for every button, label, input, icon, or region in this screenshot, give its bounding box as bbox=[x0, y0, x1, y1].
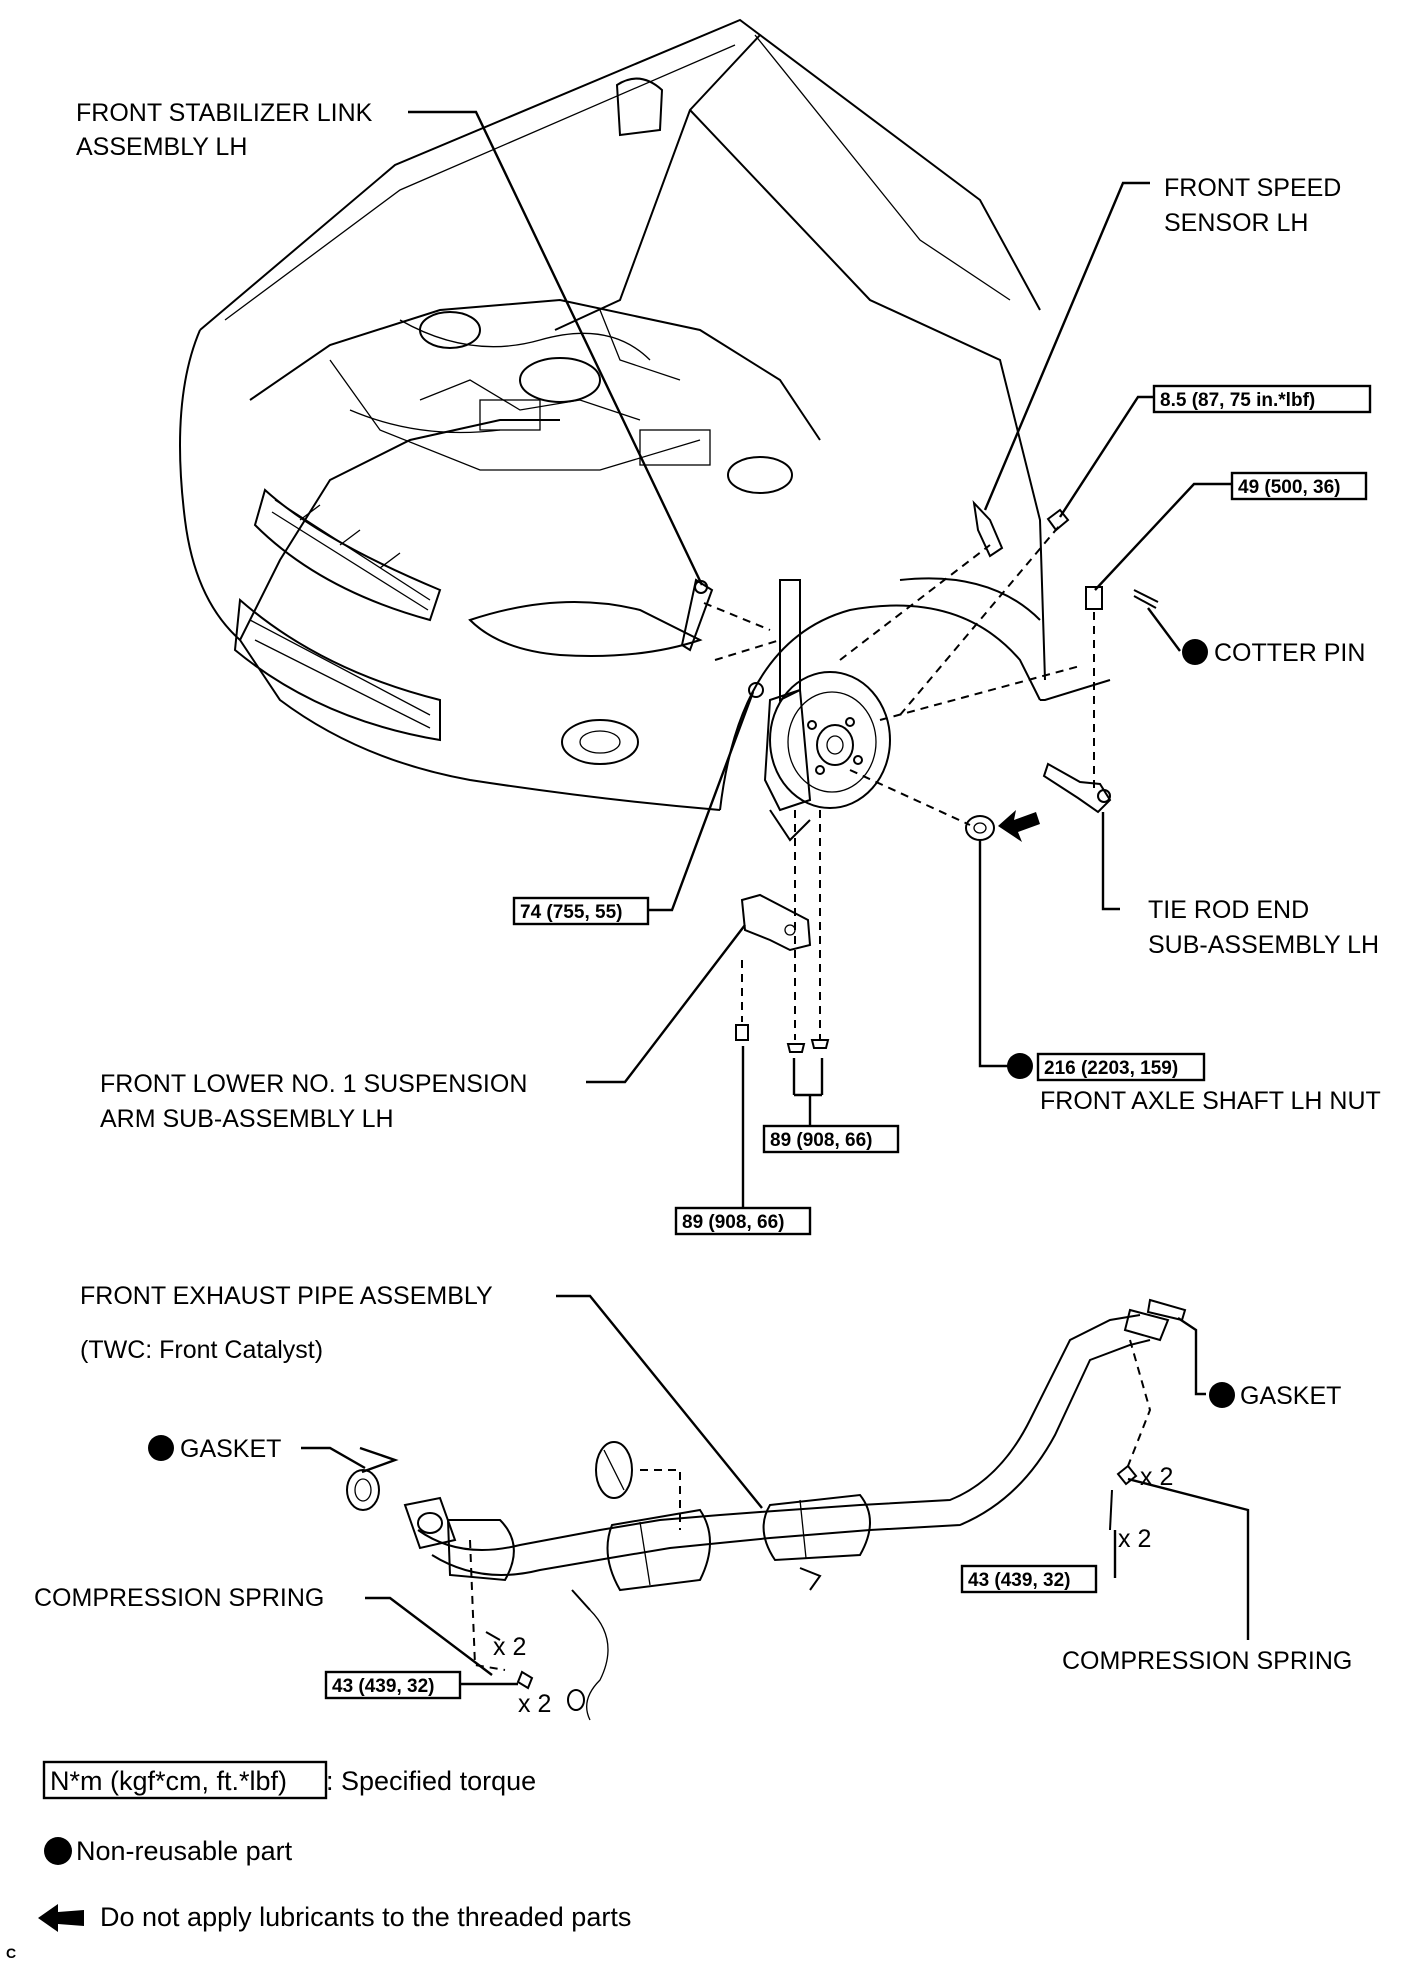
lower-arm-part bbox=[740, 893, 812, 952]
grille-mesh bbox=[271, 499, 431, 611]
label-cotter-pin: COTTER PIN bbox=[1182, 639, 1365, 667]
label-tie-rod-end: TIE ROD END SUB-ASSEMBLY LH bbox=[1148, 896, 1379, 959]
speed-sensor-bolt bbox=[1046, 508, 1070, 532]
vehicle-illustration bbox=[179, 18, 1111, 811]
torque-speed-sensor-bolt: 8.5 (87, 75 in.*lbf) bbox=[1152, 384, 1372, 414]
svg-text:43 (439, 32): 43 (439, 32) bbox=[968, 1570, 1070, 1591]
svg-text:GASKET: GASKET bbox=[1240, 1382, 1341, 1410]
stabilizer-link-part bbox=[680, 578, 764, 698]
quantity-marks: x 2 x 2 x 2 x 2 bbox=[493, 1463, 1173, 1718]
torque-arm-bolt: 89 (908, 66) bbox=[674, 1206, 812, 1236]
torque-exhaust-right: 43 (439, 32) bbox=[960, 1564, 1098, 1594]
torque-tie-rod-nut: 49 (500, 36) bbox=[1230, 471, 1368, 501]
exploded-dash-lines-lower bbox=[469, 1339, 1152, 1671]
speed-sensor-part bbox=[972, 499, 1004, 558]
svg-text:Do not apply lubricants to the: Do not apply lubricants to the threaded … bbox=[100, 1902, 631, 1932]
torque-arm-nuts: 89 (908, 66) bbox=[762, 1124, 900, 1154]
no-lube-arrow-indicator bbox=[998, 810, 1040, 842]
svg-text:x 2: x 2 bbox=[493, 1633, 526, 1661]
cotter-pin-part bbox=[1133, 589, 1159, 609]
label-exhaust-pipe: FRONT EXHAUST PIPE ASSEMBLY bbox=[80, 1282, 493, 1310]
svg-text:COMPRESSION SPRING: COMPRESSION SPRING bbox=[34, 1584, 324, 1612]
svg-text:FRONT STABILIZER LINK: FRONT STABILIZER LINK bbox=[76, 99, 373, 127]
leader-lines bbox=[301, 110, 1250, 1686]
svg-text:216 (2203, 159): 216 (2203, 159) bbox=[1044, 1058, 1178, 1079]
svg-text:COTTER PIN: COTTER PIN bbox=[1214, 639, 1365, 667]
svg-text:49 (500, 36): 49 (500, 36) bbox=[1238, 477, 1340, 498]
label-lower-arm: FRONT LOWER NO. 1 SUSPENSION ARM SUB-ASS… bbox=[100, 1070, 527, 1133]
label-exhaust-note: (TWC: Front Catalyst) bbox=[80, 1336, 323, 1364]
legend-no-lube: Do not apply lubricants to the threaded … bbox=[38, 1902, 631, 1932]
torque-axle-nut: 216 (2203, 159) FRONT AXLE SHAFT LH NUT bbox=[1007, 1052, 1381, 1115]
label-compression-spring-right: COMPRESSION SPRING bbox=[1062, 1647, 1352, 1675]
hub-assembly bbox=[763, 579, 891, 842]
svg-text:89 (908, 66): 89 (908, 66) bbox=[682, 1212, 784, 1233]
axle-nut-part bbox=[965, 815, 995, 841]
svg-text:FRONT SPEED: FRONT SPEED bbox=[1164, 174, 1341, 202]
svg-text:COMPRESSION SPRING: COMPRESSION SPRING bbox=[1062, 1647, 1352, 1675]
svg-text:ARM SUB-ASSEMBLY LH: ARM SUB-ASSEMBLY LH bbox=[100, 1105, 394, 1133]
svg-text:x 2: x 2 bbox=[518, 1690, 551, 1718]
torque-stabilizer-nut: 74 (755, 55) bbox=[512, 896, 650, 926]
arm-fasteners bbox=[735, 1024, 830, 1053]
svg-text:8.5 (87, 75 in.*lbf): 8.5 (87, 75 in.*lbf) bbox=[1160, 390, 1315, 411]
svg-text:FRONT AXLE SHAFT LH NUT: FRONT AXLE SHAFT LH NUT bbox=[1040, 1087, 1381, 1115]
legend-non-reusable: Non-reusable part bbox=[44, 1836, 293, 1866]
legend: N*m (kgf*cm, ft.*lbf) : Specified torque… bbox=[38, 1760, 631, 1932]
exhaust-pipe-illustration bbox=[346, 1298, 1187, 1721]
svg-text:43 (439, 32): 43 (439, 32) bbox=[332, 1676, 434, 1697]
svg-text:89 (908, 66): 89 (908, 66) bbox=[770, 1130, 872, 1151]
svg-text:: Specified torque: : Specified torque bbox=[326, 1766, 536, 1796]
exploded-dash-lines-upper bbox=[703, 524, 1095, 1040]
svg-text:FRONT LOWER NO. 1 SUSPENSION: FRONT LOWER NO. 1 SUSPENSION bbox=[100, 1070, 527, 1098]
svg-text:ASSEMBLY LH: ASSEMBLY LH bbox=[76, 133, 247, 161]
svg-text:TIE ROD END: TIE ROD END bbox=[1148, 896, 1309, 924]
label-stabilizer-link: FRONT STABILIZER LINK ASSEMBLY LH bbox=[76, 99, 373, 161]
svg-text:Non-reusable part: Non-reusable part bbox=[76, 1836, 293, 1866]
svg-text:C: C bbox=[6, 1945, 16, 1961]
svg-text:FRONT EXHAUST PIPE ASSEMBLY: FRONT EXHAUST PIPE ASSEMBLY bbox=[80, 1282, 493, 1310]
label-speed-sensor: FRONT SPEED SENSOR LH bbox=[1164, 174, 1341, 237]
tie-rod-end-part bbox=[1042, 762, 1112, 814]
svg-text:SENSOR LH: SENSOR LH bbox=[1164, 209, 1308, 237]
torque-exhaust-left: 43 (439, 32) bbox=[324, 1670, 462, 1700]
corner-mark: C bbox=[6, 1945, 16, 1961]
svg-text:SUB-ASSEMBLY LH: SUB-ASSEMBLY LH bbox=[1148, 931, 1379, 959]
label-compression-spring-left: COMPRESSION SPRING bbox=[34, 1584, 324, 1612]
legend-torque: N*m (kgf*cm, ft.*lbf) : Specified torque bbox=[42, 1760, 536, 1800]
svg-text:(TWC: Front Catalyst): (TWC: Front Catalyst) bbox=[80, 1336, 323, 1364]
svg-text:x 2: x 2 bbox=[1118, 1525, 1151, 1553]
svg-text:74 (755, 55): 74 (755, 55) bbox=[520, 902, 622, 923]
label-gasket-right: GASKET bbox=[1209, 1382, 1341, 1410]
svg-text:GASKET: GASKET bbox=[180, 1435, 281, 1463]
svg-text:x 2: x 2 bbox=[1140, 1463, 1173, 1491]
tie-rod-nut bbox=[1085, 586, 1103, 610]
svg-text:N*m (kgf*cm, ft.*lbf): N*m (kgf*cm, ft.*lbf) bbox=[50, 1766, 287, 1796]
label-gasket-left: GASKET bbox=[148, 1435, 281, 1463]
